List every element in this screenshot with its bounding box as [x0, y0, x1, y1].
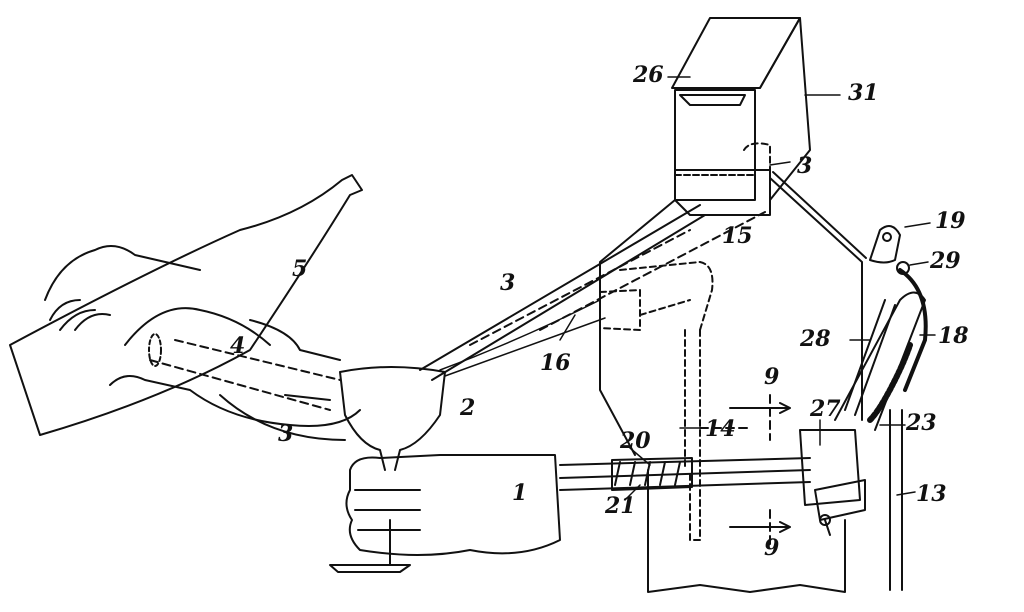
- label-15: 15: [722, 223, 753, 249]
- hopper: [671, 17, 811, 216]
- glass: [329, 366, 446, 573]
- label-5: 5: [292, 256, 308, 282]
- label-13: 13: [916, 481, 947, 507]
- label-3-top: 3: [797, 153, 813, 179]
- label-29: 29: [930, 248, 961, 274]
- label-19: 19: [935, 208, 966, 234]
- label-1: 1: [512, 480, 528, 506]
- cabinet: [599, 171, 867, 593]
- label-9-top: 9: [764, 364, 780, 390]
- label-20: 20: [620, 428, 651, 454]
- label-28: 28: [800, 326, 831, 352]
- section-arrows: [699, 394, 791, 546]
- valve-hidden: [599, 261, 714, 541]
- leader-lines: [559, 76, 936, 501]
- wrist-tube: [149, 319, 346, 441]
- label-31: 31: [848, 80, 879, 106]
- label-9-bot: 9: [764, 535, 780, 561]
- label-4: 4: [230, 333, 246, 359]
- right-hand: [345, 454, 561, 556]
- label-23: 23: [906, 410, 937, 436]
- label-14: 14: [705, 416, 736, 442]
- label-26: 26: [633, 62, 664, 88]
- left-hand: [44, 245, 361, 427]
- bracket-spring: [799, 225, 928, 591]
- label-16: 16: [540, 350, 571, 376]
- label-21: 21: [605, 493, 636, 519]
- label-3-mid: 3: [500, 270, 516, 296]
- label-27: 27: [810, 396, 841, 422]
- rod: [559, 457, 811, 491]
- label-3-low: 3: [278, 421, 294, 447]
- label-2: 2: [460, 395, 476, 421]
- label-18: 18: [938, 323, 969, 349]
- tube: [419, 204, 766, 381]
